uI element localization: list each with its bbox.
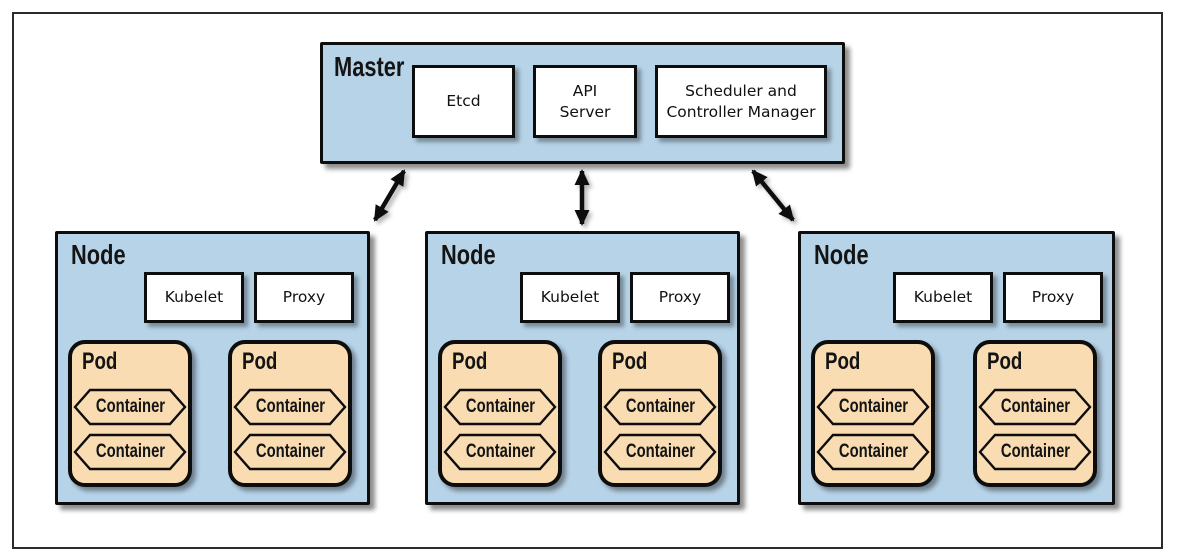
container-hexagon: Container [73,433,188,471]
api-server-box: API Server [533,65,637,138]
master-box: Master Etcd API Server Scheduler and Con… [320,42,845,164]
etcd-label: Etcd [446,92,481,111]
container-hexagon: Container [443,388,558,426]
pod-box: Pod Container Container [811,340,935,487]
container-label: Container [255,441,326,462]
proxy-label: Proxy [1031,288,1075,307]
proxy-box: Proxy [254,272,354,323]
proxy-label: Proxy [658,288,702,307]
container-hexagon: Container [233,433,348,471]
pod-box: Pod Container Container [973,340,1097,487]
arrow-master-node-left [373,169,406,222]
kubelet-box: Kubelet [893,272,993,323]
container-label: Container [625,441,696,462]
node-box: Node Kubelet Proxy Pod Container Contain… [55,231,370,505]
pod-label: Pod [452,348,488,375]
container-label: Container [838,396,909,417]
container-label: Container [625,396,696,417]
proxy-box: Proxy [630,272,730,323]
kubelet-box: Kubelet [144,272,244,323]
arrow-master-node-right [751,169,795,222]
pod-box: Pod Container Container [598,340,722,487]
pod-label: Pod [612,348,648,375]
master-label: Master [334,51,405,82]
container-hexagon: Container [816,388,931,426]
kubelet-label: Kubelet [164,288,224,307]
proxy-label: Proxy [282,288,326,307]
kubelet-label: Kubelet [913,288,973,307]
pod-label: Pod [242,348,278,375]
node-box: Node Kubelet Proxy Pod Container Contain… [798,231,1115,505]
pod-label: Pod [987,348,1023,375]
container-label: Container [465,441,536,462]
pod-box: Pod Container Container [438,340,562,487]
container-label: Container [95,396,166,417]
kubelet-box: Kubelet [520,272,620,323]
container-hexagon: Container [233,388,348,426]
container-hexagon: Container [443,433,558,471]
container-label: Container [1000,396,1071,417]
container-hexagon: Container [816,433,931,471]
api-server-label: API Server [559,82,611,121]
container-label: Container [838,441,909,462]
pod-box: Pod Container Container [68,340,192,487]
pod-box: Pod Container Container [228,340,352,487]
node-box: Node Kubelet Proxy Pod Container Contain… [425,231,740,505]
etcd-box: Etcd [412,65,515,138]
container-hexagon: Container [978,388,1093,426]
proxy-box: Proxy [1003,272,1103,323]
container-label: Container [95,441,166,462]
container-label: Container [1000,441,1071,462]
container-label: Container [255,396,326,417]
node-label: Node [71,239,126,270]
pod-label: Pod [825,348,861,375]
scheduler-controller-manager-box: Scheduler and Controller Manager [655,65,827,138]
container-label: Container [465,396,536,417]
scheduler-controller-manager-label: Scheduler and Controller Manager [666,82,816,121]
node-label: Node [441,239,496,270]
container-hexagon: Container [603,388,718,426]
container-hexagon: Container [978,433,1093,471]
container-hexagon: Container [603,433,718,471]
container-hexagon: Container [73,388,188,426]
kubelet-label: Kubelet [540,288,600,307]
node-label: Node [814,239,869,270]
pod-label: Pod [82,348,118,375]
